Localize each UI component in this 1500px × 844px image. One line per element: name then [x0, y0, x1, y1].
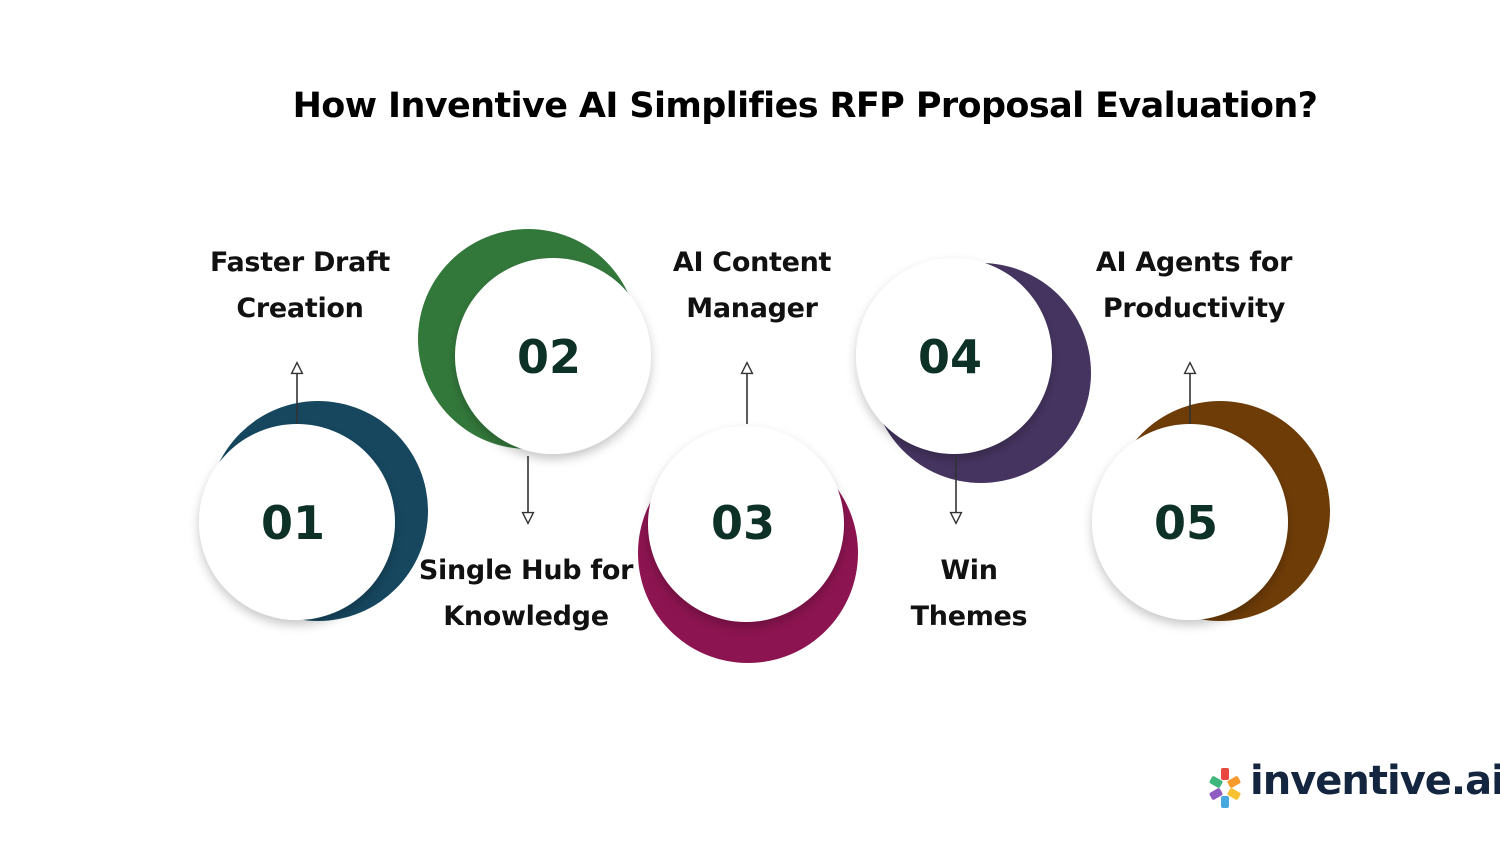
brand-logo: inventive.ai: [1204, 758, 1500, 818]
step-04-label: Win Themes: [839, 548, 1099, 640]
step-01: 01: [199, 368, 428, 621]
step-05: 05: [1092, 368, 1330, 621]
logo-text: inventive.ai: [1250, 758, 1500, 804]
step-03-disc: [648, 426, 844, 622]
step-03-label: AI Content Manager: [622, 240, 882, 332]
step-04-disc: [856, 258, 1052, 454]
step-01-number: 01: [261, 496, 325, 550]
step-05-label: AI Agents for Productivity: [1064, 240, 1324, 332]
step-04-label-line2: Themes: [910, 601, 1028, 632]
step-02-label: Single Hub for Knowledge: [396, 548, 656, 640]
step-01-disc: [199, 424, 395, 620]
step-03-label-line2: Manager: [686, 293, 818, 324]
step-03-number: 03: [711, 496, 775, 550]
step-03: 03: [638, 368, 858, 663]
step-02-label-line2: Knowledge: [443, 601, 609, 632]
step-02: 02: [418, 229, 651, 518]
step-01-label-line2: Creation: [236, 293, 364, 324]
step-05-disc: [1092, 424, 1288, 620]
step-04: 04: [856, 258, 1091, 518]
step-02-label-line1: Single Hub for: [418, 555, 634, 586]
page-title: How Inventive AI Simplifies RFP Proposal…: [292, 86, 1318, 126]
step-01-label-line1: Faster Draft: [209, 247, 391, 278]
step-04-label-line1: Win: [940, 555, 998, 586]
step-05-number: 05: [1154, 496, 1218, 550]
step-02-number: 02: [517, 330, 581, 384]
pinwheel-logo-icon: [1209, 768, 1241, 808]
step-03-label-line1: AI Content: [672, 247, 832, 278]
step-04-number: 04: [918, 330, 982, 384]
step-02-disc: [455, 258, 651, 454]
step-05-label-line2: Productivity: [1102, 293, 1286, 324]
step-01-label: Faster Draft Creation: [170, 240, 430, 332]
step-05-label-line1: AI Agents for: [1095, 247, 1293, 278]
